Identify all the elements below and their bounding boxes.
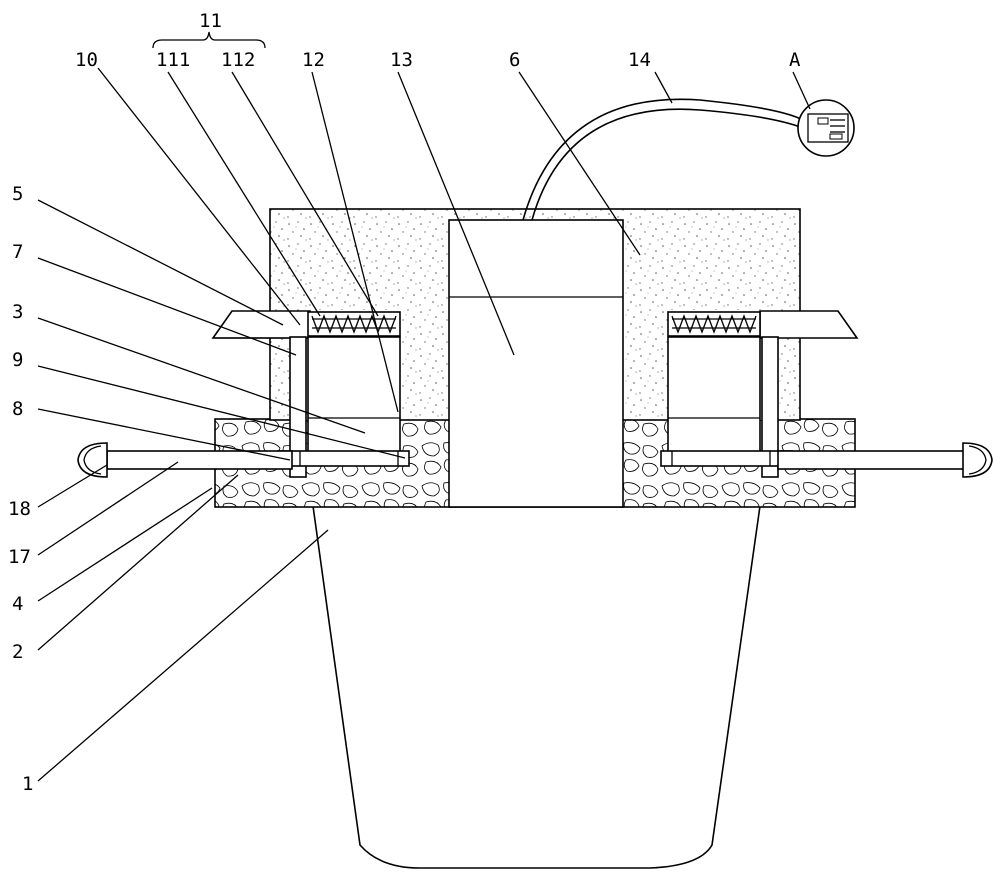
left-cover-plate xyxy=(211,310,311,339)
right-cover-plate xyxy=(759,310,859,339)
label-3: 3 xyxy=(12,301,23,323)
label-6: 6 xyxy=(509,49,520,71)
leader-lines xyxy=(37,67,811,782)
right-rod-vertical xyxy=(761,336,779,478)
label-8: 8 xyxy=(12,398,23,420)
label-13: 13 xyxy=(390,49,413,71)
left-bottom-bar xyxy=(277,450,410,467)
label-111: 111 xyxy=(156,49,190,71)
label-7: 7 xyxy=(12,241,23,263)
cable xyxy=(522,98,804,221)
right-spring-coil xyxy=(671,314,757,334)
label-1: 1 xyxy=(22,773,33,795)
brace-11 xyxy=(152,31,266,49)
label-11: 11 xyxy=(199,10,222,32)
left-rod-horizontal xyxy=(106,450,293,470)
label-2: 2 xyxy=(12,641,23,663)
label-12: 12 xyxy=(302,49,325,71)
central-column xyxy=(448,219,624,508)
right-rod-horizontal xyxy=(777,450,966,470)
label-A: A xyxy=(789,49,801,71)
right-handle-knob xyxy=(962,442,993,478)
label-112: 112 xyxy=(221,49,255,71)
label-4: 4 xyxy=(12,593,23,615)
label-5: 5 xyxy=(12,183,23,205)
right-slider xyxy=(667,336,761,453)
right-bottom-bar xyxy=(660,450,793,467)
label-10: 10 xyxy=(75,49,98,71)
left-spring-coil xyxy=(311,314,397,334)
label-17: 17 xyxy=(8,546,31,568)
label-9: 9 xyxy=(12,349,23,371)
left-slider xyxy=(307,336,401,453)
label-18: 18 xyxy=(8,498,31,520)
label-14: 14 xyxy=(628,49,651,71)
pot-body xyxy=(312,505,761,869)
left-handle-knob xyxy=(77,442,108,478)
